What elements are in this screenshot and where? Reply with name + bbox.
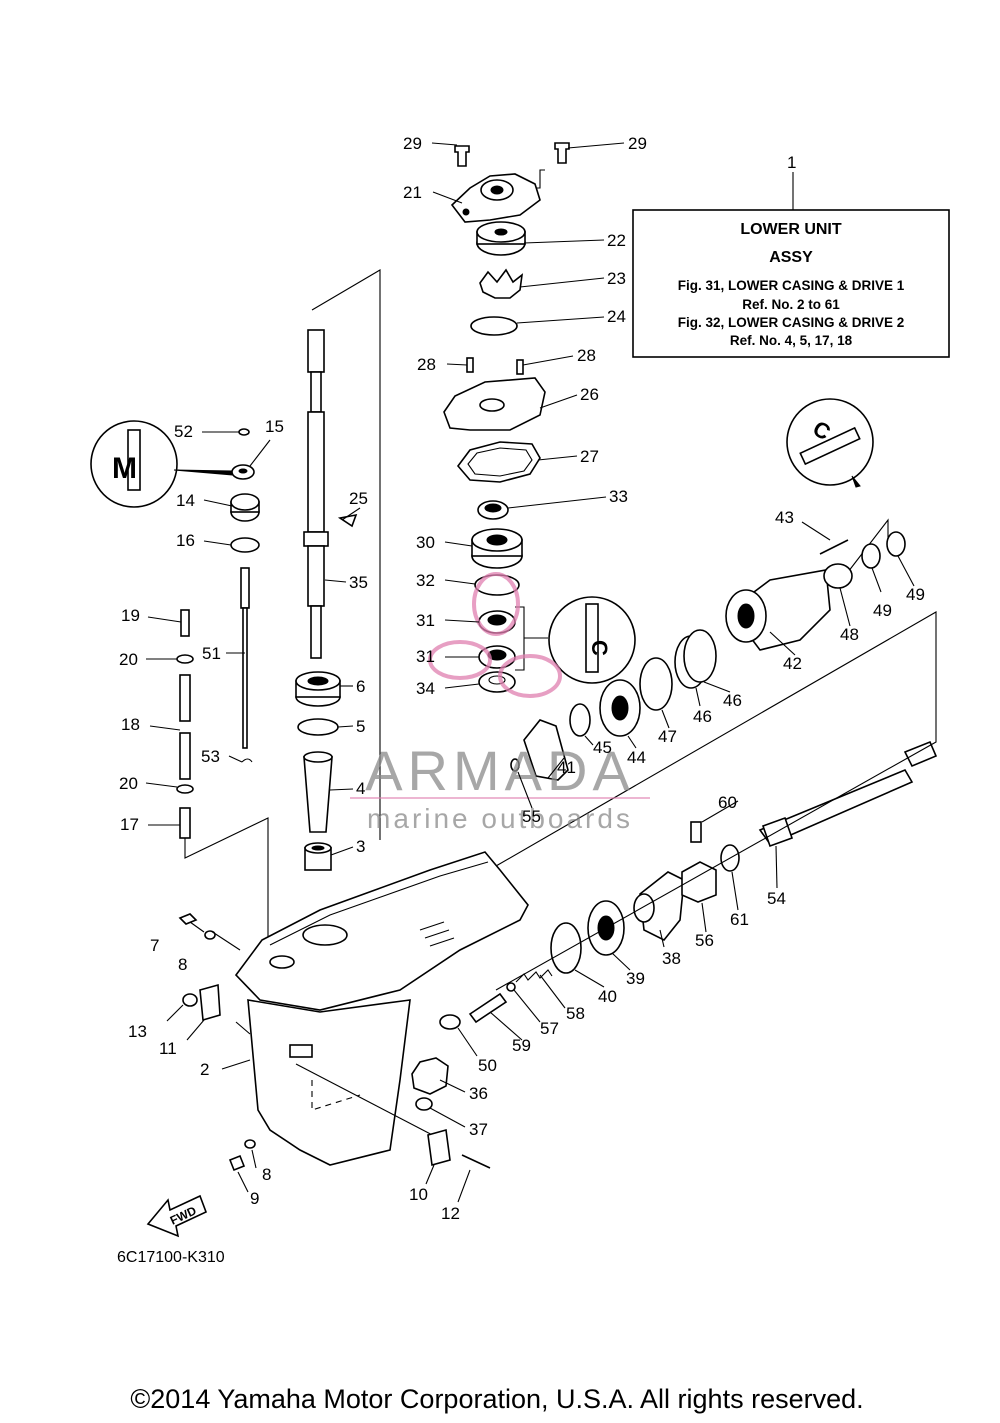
callout-60: 60 [718,793,737,812]
callout-14: 14 [176,491,195,510]
callout-49-right: 49 [906,585,925,604]
callout-35: 35 [349,573,368,592]
callout-33: 33 [609,487,628,506]
callout-11: 11 [159,1039,177,1058]
callout-58: 58 [566,1004,585,1023]
callout-34: 34 [416,679,435,698]
callout-31-upper: 31 [416,611,435,630]
callout-49-left: 49 [873,601,892,620]
callout-6: 6 [356,677,365,696]
callout-28-right: 28 [577,346,596,365]
callout-45: 45 [593,738,612,757]
callout-46-left: 46 [693,707,712,726]
assy-title: LOWER UNIT [740,221,842,238]
callout-36: 36 [469,1084,488,1103]
callout-8-upper: 8 [178,955,187,974]
badge-c-letter-mid: C [587,640,612,656]
armada-watermark: ARMADA marine outboards [350,572,650,834]
callout-23: 23 [607,269,626,288]
callout-20-lower: 20 [119,774,138,793]
assy-line-4: Ref. No. 4, 5, 17, 18 [730,333,853,348]
callout-41: 41 [557,758,576,777]
callout-4: 4 [356,779,365,798]
callout-29-right: 29 [628,134,647,153]
callout-40: 40 [598,987,617,1006]
callout-30: 30 [416,533,435,552]
callout-29-left: 29 [403,134,422,153]
callout-10: 10 [409,1185,428,1204]
callout-50: 50 [478,1056,497,1075]
callout-3: 3 [356,837,365,856]
callout-56: 56 [695,931,714,950]
callout-5: 5 [356,717,365,736]
badge-m-letter: M [112,452,137,485]
callout-53: 53 [201,747,220,766]
prop-shaft-housing-parts: C C [495,398,937,991]
drawing-code: 6C17100-K310 [117,1249,225,1266]
watermark-brand: ARMADA [365,739,635,802]
callout-19: 19 [121,606,140,625]
assy-line-3: Fig. 32, LOWER CASING & DRIVE 2 [678,315,905,330]
callout-13: 13 [128,1022,147,1041]
callout-51: 51 [202,644,221,663]
callout-38: 38 [662,949,681,968]
callout-31-lower: 31 [416,647,435,666]
assy-subtitle: ASSY [769,249,813,266]
callout-labels: 29 29 21 22 23 24 28 28 26 27 33 30 32 3… [119,134,925,1223]
drive-shaft-parts: M [90,269,381,980]
callout-8-lower: 8 [262,1165,271,1184]
callout-18: 18 [121,715,140,734]
fwd-label: FWD [168,1203,199,1227]
callout-25: 25 [349,489,368,508]
callout-9: 9 [250,1189,259,1208]
callout-61: 61 [730,910,749,929]
callout-12: 12 [441,1204,460,1223]
callout-16: 16 [176,531,195,550]
callout-42: 42 [783,654,802,673]
callout-46-right: 46 [723,691,742,710]
callout-20-upper: 20 [119,650,138,669]
callout-7: 7 [150,936,159,955]
callout-48: 48 [840,625,859,644]
callout-26: 26 [580,385,599,404]
lower-casing [234,851,529,1166]
callout-47: 47 [658,727,677,746]
callout-43: 43 [775,508,794,527]
callout-28-left: 28 [417,355,436,374]
callout-2: 2 [200,1060,209,1079]
callout-39: 39 [626,969,645,988]
callout-leaders [145,142,915,1203]
assy-line-1: Fig. 31, LOWER CASING & DRIVE 1 [678,278,905,293]
watermark-tagline: marine outboards [367,803,633,834]
callout-32: 32 [416,571,435,590]
water-pump-parts [443,142,570,693]
callout-44: 44 [627,748,646,767]
callout-1: 1 [787,153,796,172]
callout-15: 15 [265,417,284,436]
callout-22: 22 [607,231,626,250]
copyright-notice: ©2014 Yamaha Motor Corporation, U.S.A. A… [130,1384,863,1414]
callout-17: 17 [120,815,139,834]
callout-55: 55 [522,807,541,826]
callout-37: 37 [469,1120,488,1139]
callout-21: 21 [403,183,422,202]
assy-line-2: Ref. No. 2 to 61 [742,297,840,312]
callout-24: 24 [607,307,626,326]
callout-57: 57 [540,1019,559,1038]
callout-59: 59 [512,1036,531,1055]
callout-52: 52 [174,422,193,441]
assy-reference-box: LOWER UNIT ASSY Fig. 31, LOWER CASING & … [632,172,950,358]
callout-27: 27 [580,447,599,466]
callout-54: 54 [767,889,786,908]
